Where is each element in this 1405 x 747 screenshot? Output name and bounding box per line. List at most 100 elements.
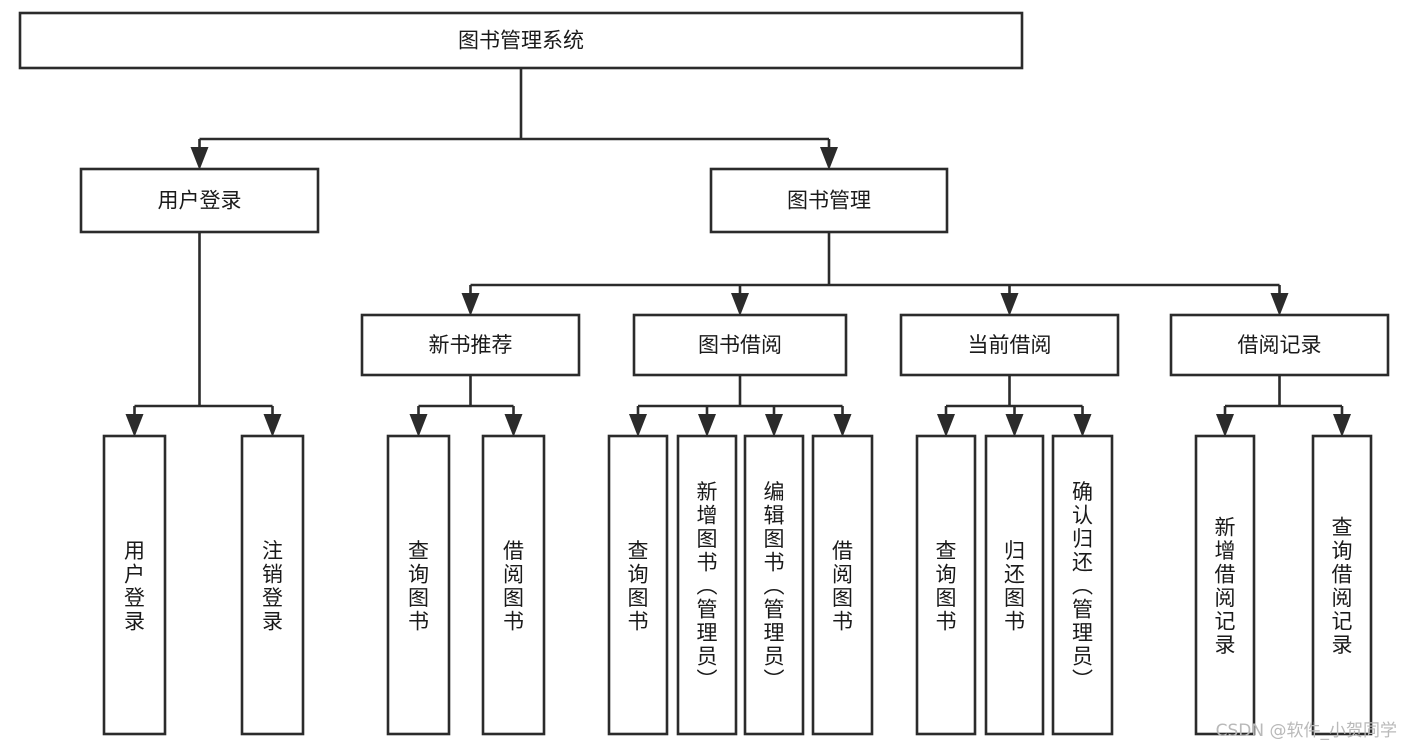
node-label-char: 书 (832, 609, 853, 633)
node-n-borrow[interactable]: 图书借阅 (632, 313, 848, 377)
node-label-char: 新 (1215, 515, 1236, 539)
node-l-logout[interactable]: 注销登录注销登录 (240, 434, 305, 736)
node-box (1169, 313, 1390, 377)
node-label-char: 借 (503, 539, 524, 563)
node-label-char: 借 (832, 539, 853, 563)
node-label-char: 还 (1004, 562, 1025, 586)
node-l-add-record[interactable]: 新增借阅记录新增借阅记录 (1194, 434, 1256, 736)
node-label-char: 图 (1004, 586, 1025, 610)
node-box (709, 167, 949, 234)
node-label-char: 查 (408, 539, 429, 563)
node-label-char: 阅 (1332, 586, 1353, 610)
node-label-char: 理 (697, 621, 718, 645)
node-label: 用户登录 (158, 189, 242, 213)
node-label-char: 阅 (832, 562, 853, 586)
node-label-char: 员 (1072, 645, 1093, 669)
node-l-return-book[interactable]: 归还图书归还图书 (984, 434, 1045, 736)
node-box (632, 313, 848, 377)
node-box (481, 434, 546, 736)
node-label-char: 确 (1072, 480, 1093, 504)
node-l-borrow-book-2[interactable]: 借阅图书借阅图书 (811, 434, 874, 736)
node-label-char: 图 (832, 586, 853, 610)
node-label-char: 销 (262, 562, 283, 586)
node-box (984, 434, 1045, 736)
node-label-char: 查 (628, 539, 649, 563)
node-label: 当前借阅 (968, 333, 1052, 357)
node-label-char: 注 (262, 539, 283, 563)
node-label-char: 增 (697, 504, 718, 528)
node-label: 借阅记录 (1238, 333, 1322, 357)
node-label-char: 图 (408, 586, 429, 610)
node-box (811, 434, 874, 736)
node-label-char: 登 (262, 586, 283, 610)
node-box (240, 434, 305, 736)
node-label-char: 登 (124, 586, 145, 610)
node-label-char: ︶ (1072, 668, 1093, 692)
node-l-query-record[interactable]: 查询借阅记录查询借阅记录 (1311, 434, 1373, 736)
node-label-char: 询 (936, 562, 957, 586)
node-box (743, 434, 805, 736)
node-label-char: ︵ (764, 574, 785, 598)
node-label: 图书管理 (787, 189, 871, 213)
node-label-char: 查 (1332, 515, 1353, 539)
node-l-borrow-book-1[interactable]: 借阅图书借阅图书 (481, 434, 546, 736)
node-label-char: ︵ (697, 574, 718, 598)
node-label-char: 增 (1215, 539, 1236, 563)
node-n-user-login[interactable]: 用户登录 (79, 167, 320, 234)
node-label-char: 认 (1072, 504, 1093, 528)
node-label-char: 书 (764, 551, 785, 575)
node-label-char: 理 (1072, 621, 1093, 645)
node-label-char: 询 (408, 562, 429, 586)
node-box (102, 434, 167, 736)
node-box (360, 313, 581, 377)
node-n-current[interactable]: 当前借阅 (899, 313, 1120, 377)
node-n-book-manage[interactable]: 图书管理 (709, 167, 949, 234)
node-label-char: 书 (1004, 609, 1025, 633)
node-label-char: 书 (697, 551, 718, 575)
node-l-query-book-2[interactable]: 查询图书查询图书 (607, 434, 669, 736)
node-box (915, 434, 977, 736)
node-label: 图书借阅 (698, 333, 782, 357)
node-label-char: 归 (1004, 539, 1025, 563)
node-box (1051, 434, 1114, 736)
connector-layer (125, 68, 1351, 437)
node-label-char: 书 (936, 609, 957, 633)
node-l-query-book-3[interactable]: 查询图书查询图书 (915, 434, 977, 736)
node-box (676, 434, 738, 736)
node-l-query-book-1[interactable]: 查询图书查询图书 (386, 434, 451, 736)
node-n-new-rec[interactable]: 新书推荐 (360, 313, 581, 377)
node-label-char: 借 (1215, 562, 1236, 586)
node-label-char: 图 (936, 586, 957, 610)
node-label-char: 用 (124, 539, 145, 563)
node-label-char: 阅 (1215, 586, 1236, 610)
node-l-user-login[interactable]: 用户登录用户登录 (102, 434, 167, 736)
node-label-char: 阅 (503, 562, 524, 586)
node-label: 图书管理系统 (458, 29, 584, 53)
node-label-char: 录 (124, 609, 145, 633)
node-label-char: 图 (628, 586, 649, 610)
node-label-char: 管 (1072, 598, 1093, 622)
node-label-char: 归 (1072, 527, 1093, 551)
node-box (899, 313, 1120, 377)
node-label-char: 员 (764, 645, 785, 669)
node-label-char: 书 (503, 609, 524, 633)
node-n-record[interactable]: 借阅记录 (1169, 313, 1390, 377)
node-label-char: 理 (764, 621, 785, 645)
node-label-char: 管 (697, 598, 718, 622)
node-box (607, 434, 669, 736)
node-label-char: 管 (764, 598, 785, 622)
node-label-char: 编 (764, 480, 785, 504)
node-root[interactable]: 图书管理系统 (18, 11, 1024, 70)
node-label-char: 书 (628, 609, 649, 633)
node-label: 新书推荐 (429, 333, 513, 357)
node-label-char: 户 (124, 562, 145, 586)
node-layer: 图书管理系统用户登录图书管理新书推荐图书借阅当前借阅借阅记录用户登录用户登录注销… (18, 11, 1390, 736)
node-box (1194, 434, 1256, 736)
node-label-char: 图 (503, 586, 524, 610)
node-label-char: 图 (764, 527, 785, 551)
